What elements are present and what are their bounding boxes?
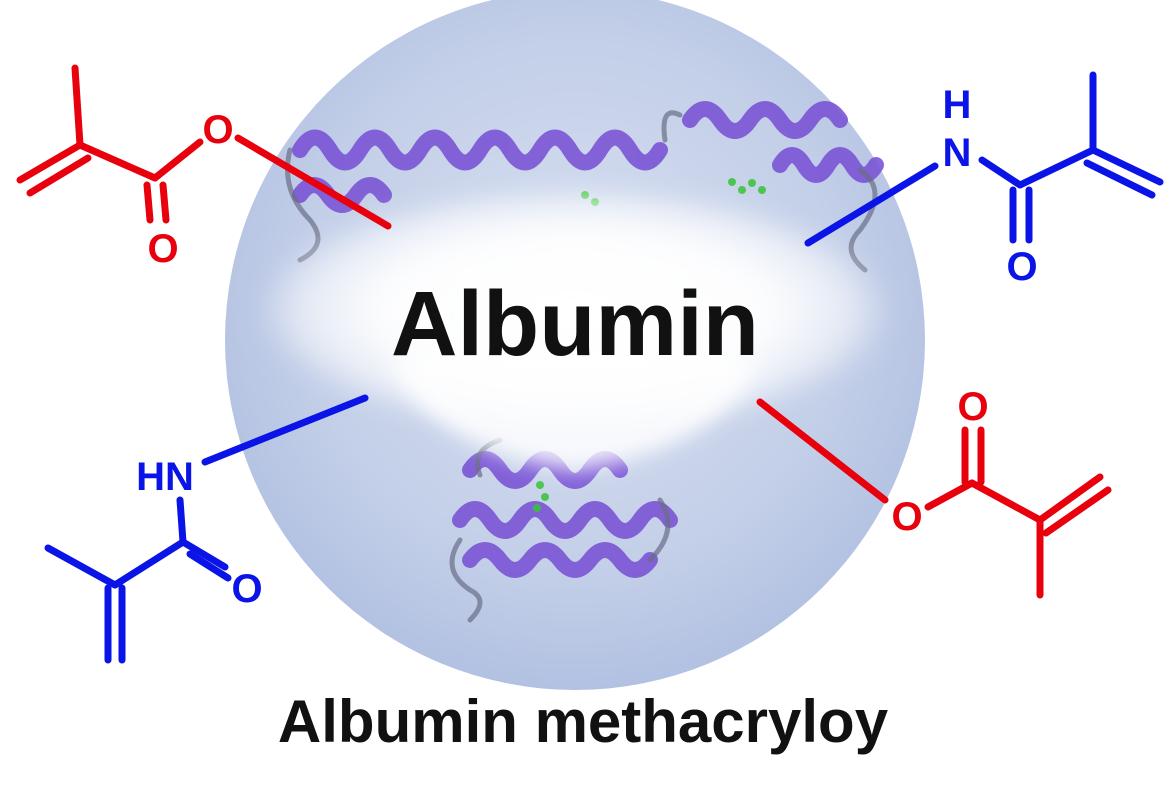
center-label: Albumin <box>391 273 759 375</box>
carbonyl-oxygen-label: O <box>147 227 178 271</box>
carbonyl-oxygen-label: O <box>231 567 262 611</box>
carbonyl-oxygen-label: O <box>957 385 988 429</box>
methacrylamide-bottom-left <box>44 394 369 664</box>
label-glow-lower <box>390 345 760 470</box>
caption: Albumin methacryloy <box>278 688 889 755</box>
methacrylate-ester-top-left <box>16 64 392 230</box>
ester-oxygen-label: O <box>202 108 233 152</box>
methacrylate-ester-bottom-right <box>756 398 1112 599</box>
amide-hydrogen-label: H <box>943 83 972 127</box>
methacrylamide-top-right <box>804 71 1164 247</box>
carbonyl-oxygen-label: O <box>1006 245 1037 289</box>
amide-nh-label: HN <box>136 455 194 499</box>
ester-oxygen-label: O <box>891 495 922 539</box>
amide-nitrogen-label: N <box>943 131 972 175</box>
